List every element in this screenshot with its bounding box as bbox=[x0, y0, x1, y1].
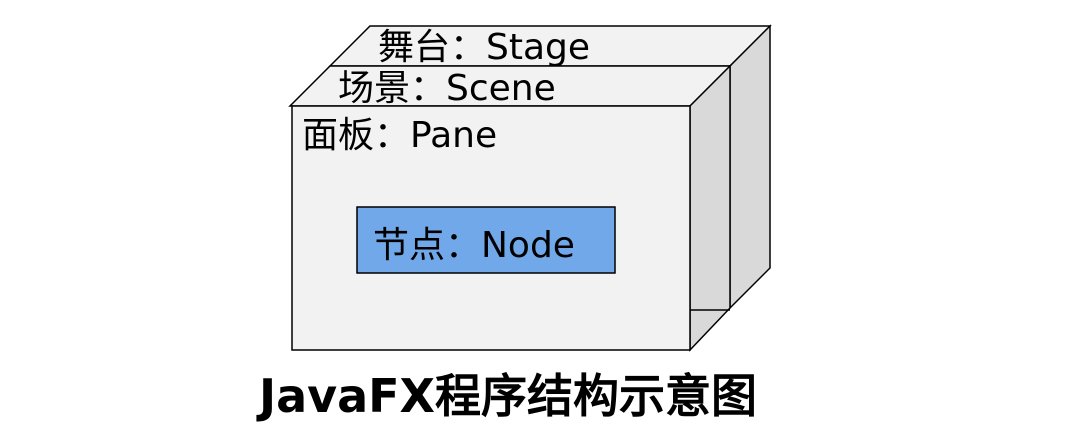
stage-side-face bbox=[729, 24, 771, 310]
pane-label: 面板：Pane bbox=[302, 115, 497, 156]
scene-label: 场景：Scene bbox=[338, 68, 556, 109]
diagram-caption: JavaFX程序结构示意图 bbox=[256, 369, 757, 423]
node-label: 节点：Node bbox=[373, 225, 575, 266]
scene-side-face bbox=[689, 64, 731, 352]
node-box bbox=[356, 206, 616, 274]
stage-layer bbox=[328, 24, 772, 310]
stage-label: 舞台：Stage bbox=[378, 27, 590, 68]
